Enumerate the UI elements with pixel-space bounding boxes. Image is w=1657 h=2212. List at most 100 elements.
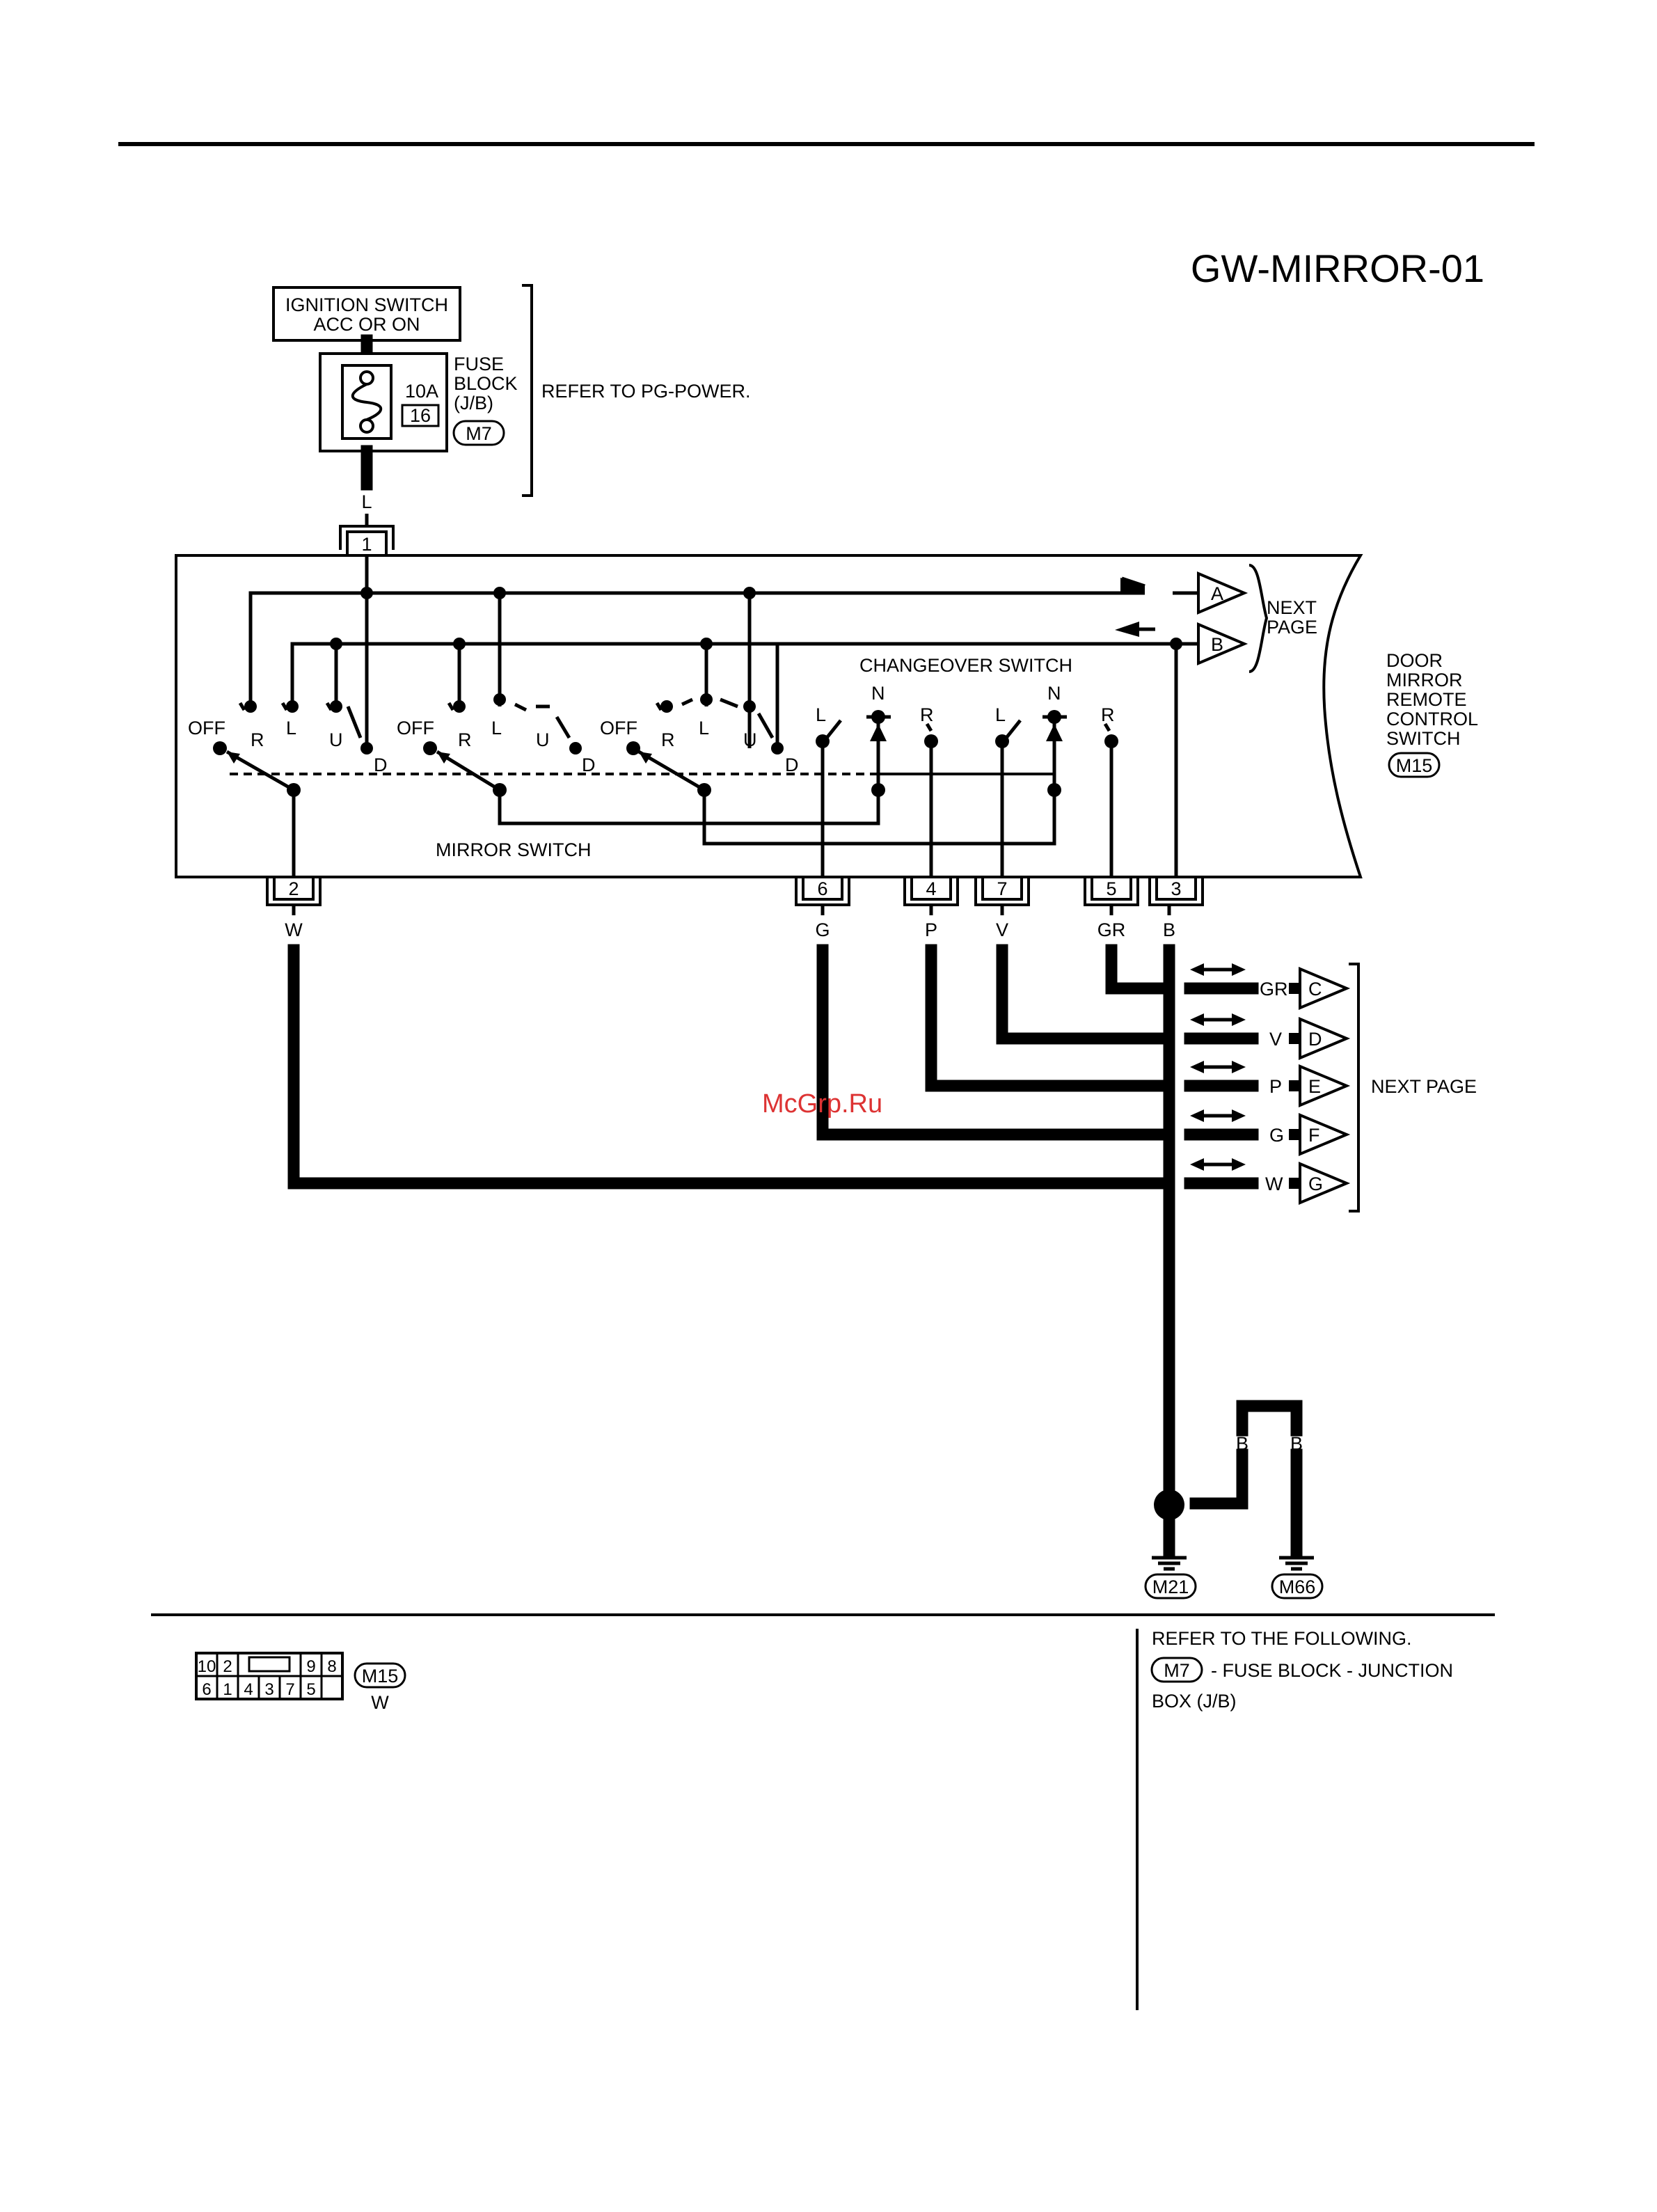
- output-connectors: GR C V D P E: [1184, 963, 1477, 1212]
- diagram-id: GW-MIRROR-01: [1191, 246, 1484, 290]
- mirror-switch-label: MIRROR SWITCH: [436, 839, 591, 860]
- refer-power: REFER TO PG-POWER.: [541, 381, 751, 402]
- fuse-number-box: [401, 404, 440, 427]
- svg-text:R: R: [458, 729, 472, 750]
- bidirectional-arrow-icon: [1190, 1158, 1204, 1171]
- bidirectional-arrow-icon: [1190, 1013, 1204, 1026]
- svg-text:2: 2: [288, 878, 299, 899]
- svg-text:V: V: [996, 919, 1008, 940]
- svg-text:7: 7: [285, 1680, 294, 1699]
- bus-b-arrow-icon: [1115, 622, 1139, 637]
- connector-view-color: W: [371, 1692, 389, 1713]
- next-page-b-connector: [1197, 622, 1248, 666]
- next-page-a-connector: [1197, 571, 1248, 615]
- refer-heading: REFER TO THE FOLLOWING.: [1152, 1628, 1412, 1649]
- svg-text:6: 6: [817, 878, 827, 899]
- switch-unit: 1 A B NEXT PAGE: [175, 525, 1478, 878]
- svg-text:B: B: [1163, 919, 1175, 940]
- bus-b: [290, 642, 1197, 706]
- svg-text:G: G: [815, 919, 830, 940]
- unit-name-4: CONTROL: [1386, 709, 1478, 729]
- fuse-block-label-2: BLOCK: [454, 373, 518, 394]
- mirror-switch-section-2: OFF R L U D: [397, 693, 596, 797]
- svg-text:U: U: [743, 729, 757, 750]
- ground-section: B B B M21 M66: [1144, 1400, 1324, 1599]
- unit-connector-badge: [1388, 752, 1441, 778]
- next-page-label-1: NEXT: [1267, 597, 1317, 618]
- output-f: G F: [1184, 1109, 1351, 1157]
- fuse-terminal-bottom: [359, 418, 374, 434]
- ground-2-id: M66: [1279, 1577, 1316, 1597]
- svg-text:1: 1: [223, 1680, 232, 1699]
- power-wire-color: L: [361, 491, 372, 512]
- svg-text:4: 4: [244, 1680, 253, 1699]
- wire-gr: [1105, 944, 1168, 995]
- svg-text:G: G: [1269, 1125, 1284, 1146]
- svg-text:U: U: [329, 729, 343, 750]
- svg-text:R: R: [1101, 704, 1115, 725]
- svg-text:3: 3: [264, 1680, 273, 1699]
- svg-text:B: B: [1163, 1433, 1175, 1454]
- bidirectional-arrow-icon: [1190, 963, 1204, 976]
- wire-p: [925, 944, 1168, 1092]
- fuse-terminal-top: [359, 370, 374, 386]
- connector-face-view: 10 2 9 8 6 1 4 3 7 5 M15 W: [195, 1652, 406, 1713]
- output-g: W G: [1184, 1158, 1351, 1206]
- changeover-switch-label: CHANGEOVER SWITCH: [859, 655, 1072, 676]
- terminal-3: 3 B: [1148, 876, 1204, 940]
- terminal-5: 5 GR: [1084, 876, 1139, 940]
- svg-text:R: R: [920, 704, 934, 725]
- svg-text:G: G: [1308, 1174, 1323, 1194]
- wire-w: [287, 944, 1168, 1190]
- svg-text:OFF: OFF: [188, 718, 225, 738]
- fuse-block-label-3: (J/B): [454, 393, 493, 413]
- svg-text:L: L: [995, 704, 1006, 725]
- terminal-4: 4 P: [903, 876, 959, 940]
- bus-a: [248, 591, 1145, 706]
- changeover-switch: CHANGEOVER SWITCH L N R L N R: [816, 644, 1178, 877]
- svg-text:R: R: [661, 729, 675, 750]
- svg-text:6: 6: [202, 1680, 211, 1699]
- svg-text:9: 9: [306, 1657, 315, 1676]
- terminal-1-pin: 1: [361, 534, 372, 555]
- fuse-icon: [351, 383, 382, 421]
- svg-text:D: D: [374, 755, 388, 775]
- refer-following: REFER TO THE FOLLOWING. M7 - FUSE BLOCK …: [1150, 1628, 1453, 1712]
- svg-text:N: N: [871, 683, 885, 704]
- harness-wires: [287, 944, 1175, 1510]
- fuse-connector-badge: [452, 420, 505, 446]
- outputs-bracket: [1349, 963, 1360, 1212]
- ground-wire-jumper: [1189, 1448, 1248, 1510]
- refer-desc-1: - FUSE BLOCK - JUNCTION: [1211, 1660, 1453, 1681]
- terminal-row: 2 W 6 G 4 P 7 V 5 GR: [266, 876, 1204, 940]
- svg-text:E: E: [1308, 1076, 1321, 1097]
- svg-text:L: L: [816, 704, 826, 725]
- next-page-label-2: PAGE: [1267, 617, 1317, 638]
- svg-text:OFF: OFF: [600, 718, 637, 738]
- fuse-block-label-1: FUSE: [454, 354, 504, 374]
- mirror-switch-section-3: OFF R L U D: [600, 644, 799, 797]
- unit-name-1: DOOR: [1386, 650, 1443, 671]
- ignition-switch-mode: ACC OR ON: [313, 314, 420, 335]
- svg-text:GR: GR: [1260, 979, 1288, 1000]
- next-page-brace: [1248, 564, 1269, 673]
- svg-text:D: D: [785, 755, 799, 775]
- output-d: V D: [1184, 1013, 1351, 1061]
- unit-name-3: REMOTE: [1386, 689, 1467, 710]
- unit-name-5: SWITCH: [1386, 728, 1460, 749]
- signal-a: A: [1211, 583, 1223, 604]
- terminal-7: 7 V: [974, 876, 1030, 940]
- svg-text:C: C: [1308, 979, 1322, 1000]
- svg-text:OFF: OFF: [397, 718, 434, 738]
- unit-connector-id: M15: [1396, 755, 1433, 776]
- output-c: GR C: [1184, 963, 1351, 1011]
- fuse-number: 16: [410, 405, 431, 426]
- output-e: P E: [1184, 1061, 1351, 1108]
- svg-text:7: 7: [997, 878, 1007, 899]
- ground-1-id: M21: [1152, 1577, 1189, 1597]
- svg-text:D: D: [582, 755, 596, 775]
- refer-connector-id: M7: [1164, 1660, 1190, 1681]
- svg-text:5: 5: [306, 1680, 315, 1699]
- signal-b: B: [1211, 634, 1223, 655]
